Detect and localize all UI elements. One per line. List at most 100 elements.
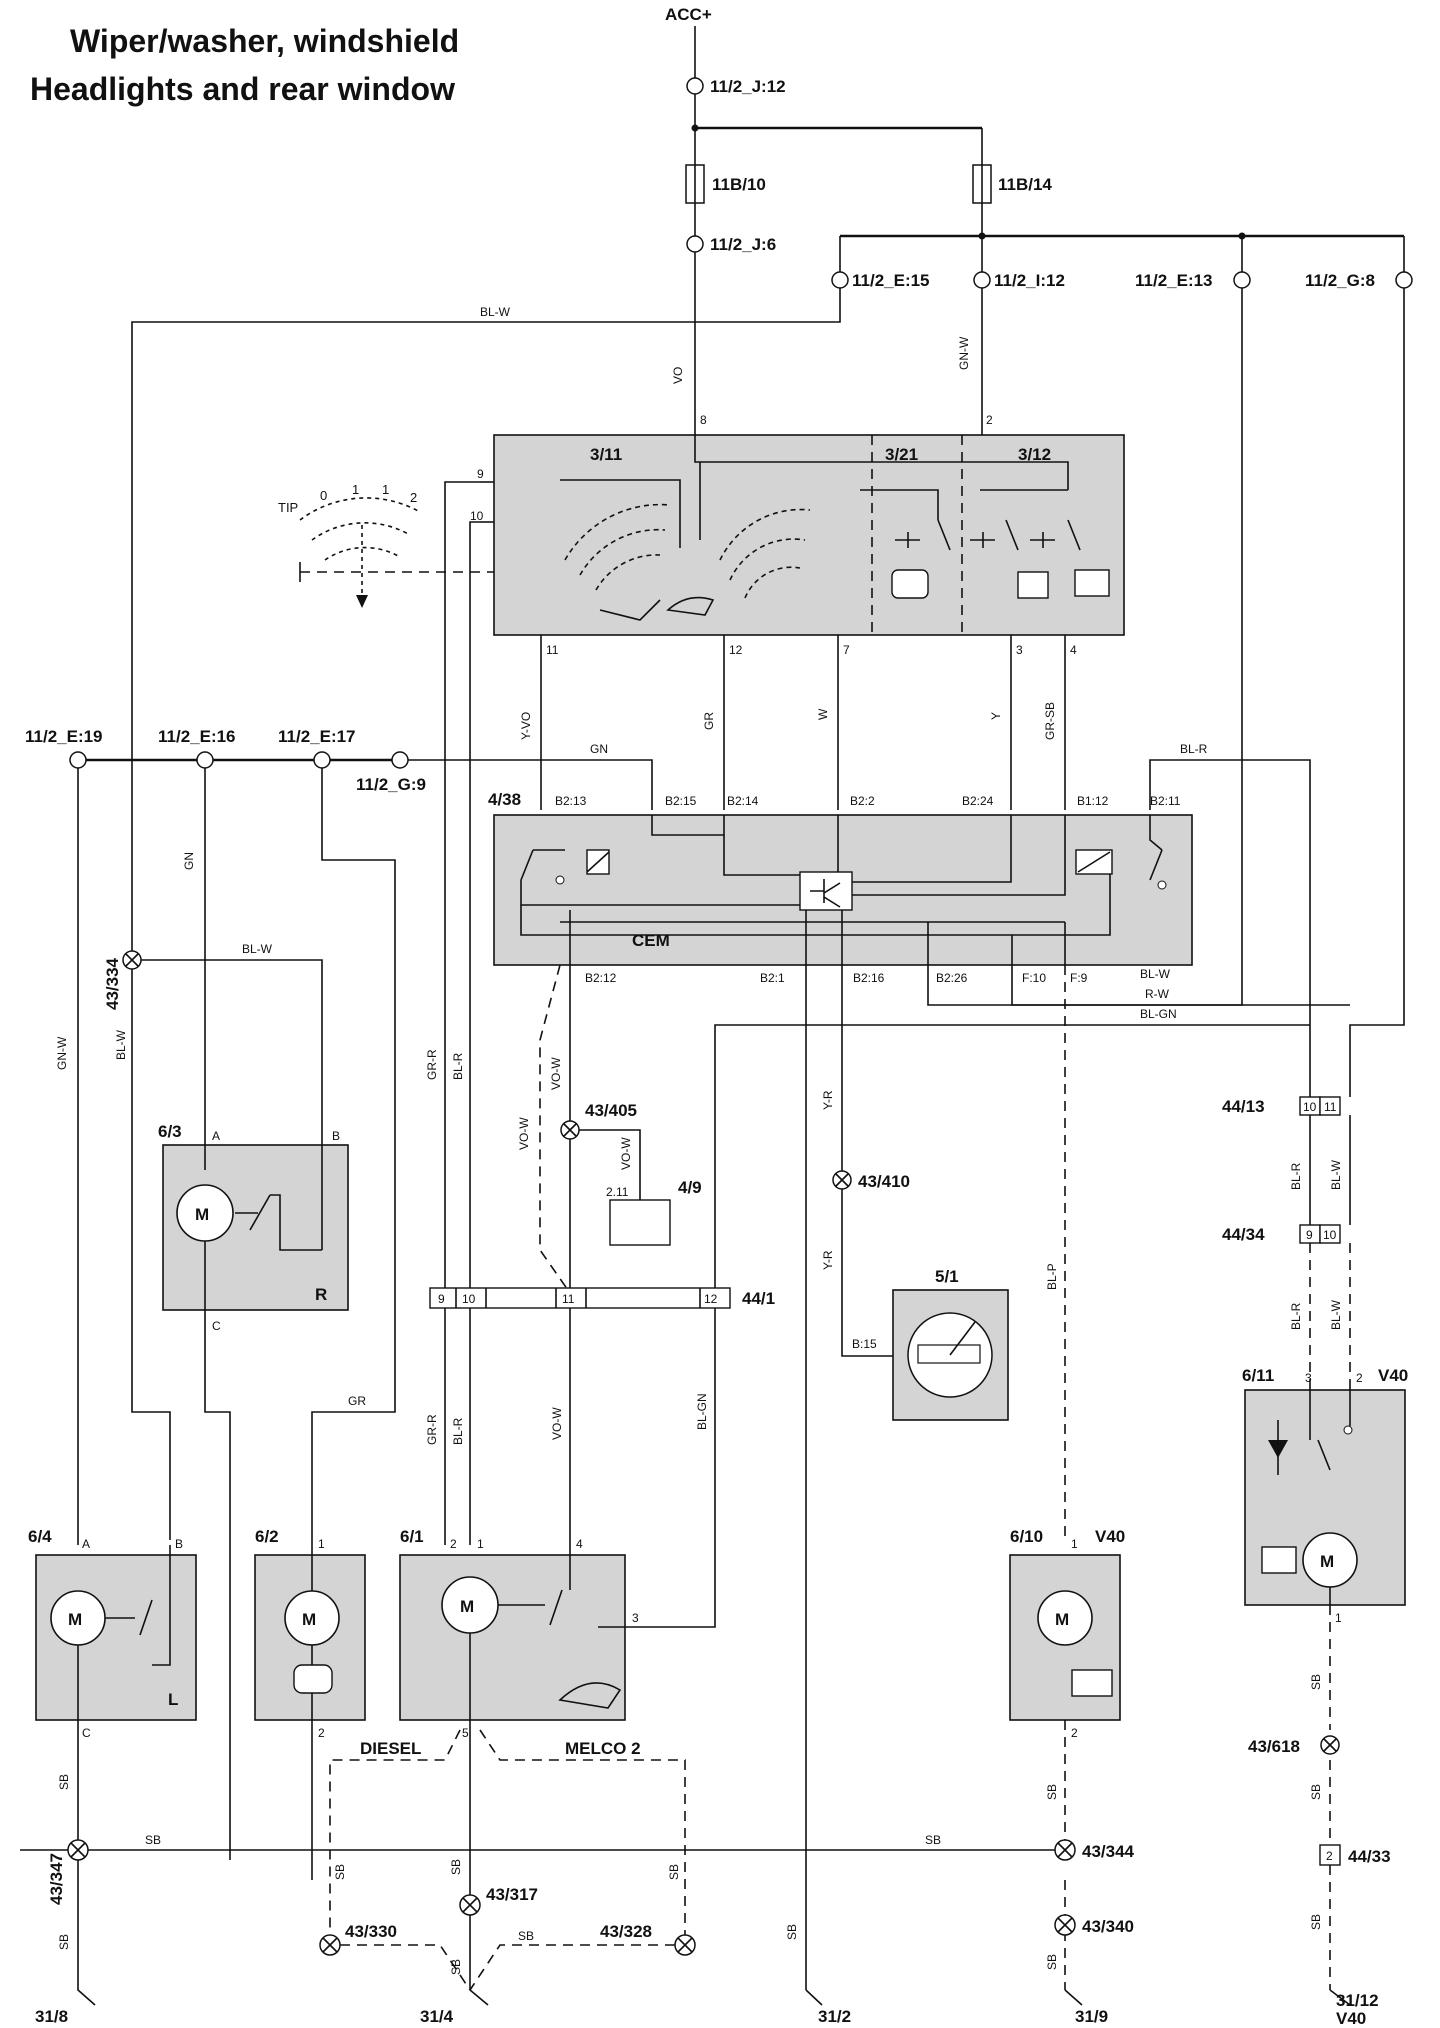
wire-label-yr-up: Y-R <box>821 1090 835 1110</box>
svg-text:M: M <box>68 1610 82 1629</box>
wire-label-gnw: GN-W <box>957 336 971 370</box>
pin-3-11-9: 9 <box>477 467 484 481</box>
svg-text:M: M <box>302 1610 316 1629</box>
cem-label: CEM <box>632 931 670 950</box>
pin-5-1-b15: B:15 <box>852 1337 877 1351</box>
motor-6-4: 6/4 A B C L M 31/8 SB SB <box>28 1527 197 2026</box>
power-supply: ACC+ 11/2_J:12 11B/10 11/2_J:6 11B/14 11… <box>665 5 1413 435</box>
pin-cem-b2-24: B2:24 <box>962 794 994 808</box>
pin-6-2-2: 2 <box>318 1726 325 1740</box>
fuse-11b-14-label: 11B/14 <box>998 175 1052 194</box>
pin-6-1-4: 4 <box>576 1537 583 1551</box>
stalk-pos-0-label: 0 <box>320 488 327 503</box>
wire-label-blw-4413: BL-W <box>1329 1159 1343 1190</box>
pin-cem-b2-2: B2:2 <box>850 794 875 808</box>
connector-44-1: 9 10 11 12 44/1 GR-R BL-R VO-W BL-GN <box>425 1287 775 1628</box>
diagram-title-line1: Wiper/washer, windshield <box>70 23 459 59</box>
fuse-node-e17 <box>313 751 331 769</box>
wire-label-sb-319: SB <box>1045 1954 1059 1970</box>
pin-6-1-5: 5 <box>462 1726 469 1740</box>
pin-cem-b1-12: B1:12 <box>1077 794 1109 808</box>
fuse-node-g8 <box>1395 271 1413 289</box>
wire-label-vo: VO <box>671 367 685 384</box>
splice-43-328-label: 43/328 <box>600 1922 652 1941</box>
motor-6-3-label: 6/3 <box>158 1122 182 1141</box>
wire-label-yr-low: Y-R <box>821 1250 835 1270</box>
wire-label-blw-top: BL-W <box>480 305 511 319</box>
wire-label-blgn-low: BL-GN <box>695 1393 709 1430</box>
pin-4-9: 2.11 <box>606 1185 629 1199</box>
splice-43-410-label: 43/410 <box>858 1172 910 1191</box>
wire-label-blr-top: BL-R <box>1180 742 1208 756</box>
pin-44-1-11: 11 <box>562 1292 575 1306</box>
wire-label-gr: GR <box>702 712 716 730</box>
wire-label-gr-62: GR <box>348 1394 366 1408</box>
wire-label-grr-up: GR-R <box>425 1049 439 1080</box>
fuse-node-e15-label: 11/2_E:15 <box>852 271 930 290</box>
motor-6-10: 6/10 V40 1 2 M 31/9 SB SB <box>1009 1527 1125 2026</box>
pin-3-11-12: 12 <box>729 643 743 657</box>
pin-6-3-a: A <box>212 1129 220 1143</box>
pin-44-34-9: 9 <box>1306 1228 1313 1242</box>
pin-3-12-3: 3 <box>1016 643 1023 657</box>
wire-label-sb-330: SB <box>333 1864 347 1880</box>
pin-6-4-a: A <box>82 1537 90 1551</box>
wire-label-blgn-cem: BL-GN <box>1140 1007 1177 1021</box>
pin-cem-b2-15: B2:15 <box>665 794 697 808</box>
conn-44-13-label: 44/13 <box>1222 1097 1265 1116</box>
fuse-node-e13 <box>1233 271 1251 289</box>
relay-4-9 <box>609 1199 671 1246</box>
left-supply-bus: 11/2_E:19 11/2_E:16 11/2_E:17 11/2_G:9 G… <box>25 727 653 1545</box>
splice-43-344-label: 43/344 <box>1082 1842 1135 1861</box>
wire-label-sb-low: SB <box>518 1929 534 1943</box>
wire-label-blr-4434: BL-R <box>1289 1302 1303 1330</box>
stalk-pos-1b-label: 1 <box>382 482 389 497</box>
wire-label-vow-low: VO-W <box>550 1407 564 1440</box>
wire-label-y: Y <box>989 712 1003 720</box>
pin-cem-b2-1: B2:1 <box>760 971 785 985</box>
pin-cem-b2-12: B2:12 <box>585 971 617 985</box>
svg-text:M: M <box>1320 1552 1334 1571</box>
wire-label-sb-bus-r: SB <box>925 1833 941 1847</box>
wire-label-sb-611: SB <box>1309 1674 1323 1690</box>
pin-44-1-10: 10 <box>462 1292 476 1306</box>
fuse-node-j12 <box>686 77 704 95</box>
wiper-ground-variants: 31/4 43/317 SB SB DIESEL MELCO 2 SB SB 4… <box>319 1720 696 2026</box>
steering-switch-module: 3/11 3/21 3/12 8 2 9 10 11 12 7 3 4 <box>470 413 1125 810</box>
wire-label-sb-bus-l: SB <box>145 1833 161 1847</box>
ground-31-12-label: 31/12 <box>1336 1991 1379 2010</box>
wire-label-sb-312: SB <box>785 1924 799 1940</box>
pin-6-4-b: B <box>175 1537 183 1551</box>
fuse-node-e16-label: 11/2_E:16 <box>158 727 236 746</box>
fuse-node-j12-label: 11/2_J:12 <box>710 77 786 96</box>
pin-44-1-9: 9 <box>438 1292 445 1306</box>
wire-label-blw-cem: BL-W <box>1140 967 1171 981</box>
pin-cem-b2-13: B2:13 <box>555 794 587 808</box>
diagram-title-line2: Headlights and rear window <box>30 71 455 107</box>
switch-3-21-label: 3/21 <box>885 445 918 464</box>
fuse-node-e19-label: 11/2_E:19 <box>25 727 103 746</box>
pin-6-11-2: 2 <box>1356 1371 1363 1385</box>
svg-text:M: M <box>1055 1610 1069 1629</box>
pin-44-34-10: 10 <box>1323 1228 1337 1242</box>
fuse-node-e17-label: 11/2_E:17 <box>278 727 356 746</box>
cem-module: 4/38 CEM B2:13 B2:15 B2:14 B2:2 B2:24 B1… <box>488 790 1193 985</box>
ground-31-9-label: 31/9 <box>1075 2007 1108 2026</box>
motor-6-3: 6/3 A B C R M <box>158 1120 349 1860</box>
wire-label-sb-318: SB <box>57 1934 71 1950</box>
wire-label-vow-49: VO-W <box>619 1137 633 1170</box>
pin-3-11-8: 8 <box>700 413 707 427</box>
pin-3-11-11: 11 <box>546 643 559 657</box>
motor-6-11: 6/11 V40 3 2 1 M SB SB SB 43/618 2 44/33… <box>1242 1366 1408 2028</box>
switch-3-11-label: 3/11 <box>590 445 622 464</box>
wire-label-yvo: Y-VO <box>519 712 533 740</box>
pin-44-13-10: 10 <box>1303 1100 1317 1114</box>
cem-id-label: 4/38 <box>488 790 521 809</box>
wire-label-blr-4413: BL-R <box>1289 1162 1303 1190</box>
fuse-node-e15 <box>831 271 849 289</box>
fuse-11b-10-label: 11B/10 <box>712 175 766 194</box>
splice-43-340-label: 43/340 <box>1082 1917 1134 1936</box>
pin-3-12-4: 4 <box>1070 643 1077 657</box>
pin-6-3-b: B <box>332 1129 340 1143</box>
stalk-tip-label: TIP <box>278 500 298 515</box>
